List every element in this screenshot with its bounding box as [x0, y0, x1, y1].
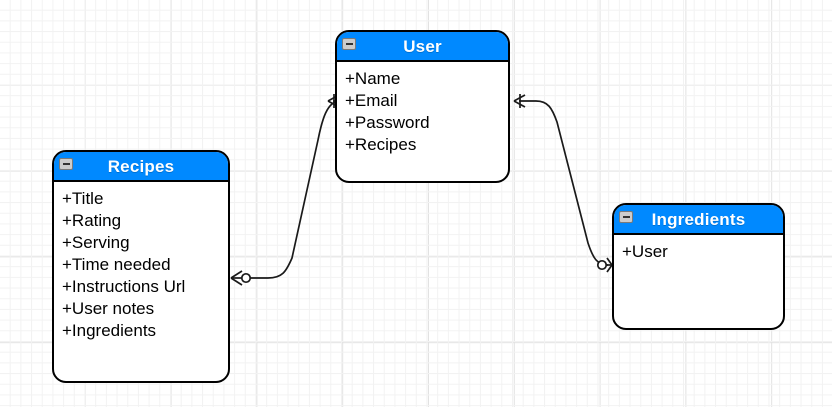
attribute-row: +Ingredients: [62, 321, 157, 340]
attribute-row: +Name: [345, 69, 401, 88]
attribute-row: +Time needed: [62, 255, 171, 274]
one-marker-user-right: [513, 94, 526, 108]
minus-icon-bar: [62, 163, 70, 165]
minus-icon-bar: [345, 43, 353, 45]
attribute-row: +Recipes: [345, 135, 417, 154]
class-attributes-user: +Name +Email +Password +Recipes: [337, 62, 508, 160]
class-attributes-recipes: +Title +Rating +Serving +Time needed +In…: [54, 182, 228, 346]
class-attributes-ingredients: +User: [614, 235, 783, 267]
attribute-row: +Serving: [62, 233, 130, 252]
attribute-row: +Title: [62, 189, 104, 208]
attribute-row: +Rating: [62, 211, 122, 230]
class-header-ingredients: Ingredients: [614, 205, 783, 235]
class-title-recipes: Recipes: [107, 156, 175, 176]
minus-icon[interactable]: [342, 38, 356, 50]
attribute-row: +Email: [345, 91, 398, 110]
class-header-user: User: [337, 32, 508, 62]
class-title-user: User: [403, 36, 442, 56]
class-header-recipes: Recipes: [54, 152, 228, 182]
class-box-user[interactable]: User +Name +Email +Password +Recipes: [335, 30, 510, 183]
attribute-row: +Instructions Url: [62, 277, 186, 296]
attribute-row: +User: [622, 242, 668, 261]
relationship-recipes-user[interactable]: [230, 94, 341, 286]
class-title-ingredients: Ingredients: [651, 209, 746, 229]
attribute-row: +Password: [345, 113, 430, 132]
crowfoot-recipes-end: [230, 270, 252, 286]
minus-icon[interactable]: [59, 158, 73, 170]
crowfoot-ingredients-end: [596, 257, 613, 273]
attribute-row: +User notes: [62, 299, 155, 318]
minus-icon[interactable]: [619, 211, 633, 223]
class-box-recipes[interactable]: Recipes +Title +Rating +Serving +Time ne…: [52, 150, 230, 383]
minus-icon-bar: [622, 216, 630, 218]
relationship-user-ingredients[interactable]: [513, 94, 613, 273]
class-box-ingredients[interactable]: Ingredients +User: [612, 203, 785, 330]
